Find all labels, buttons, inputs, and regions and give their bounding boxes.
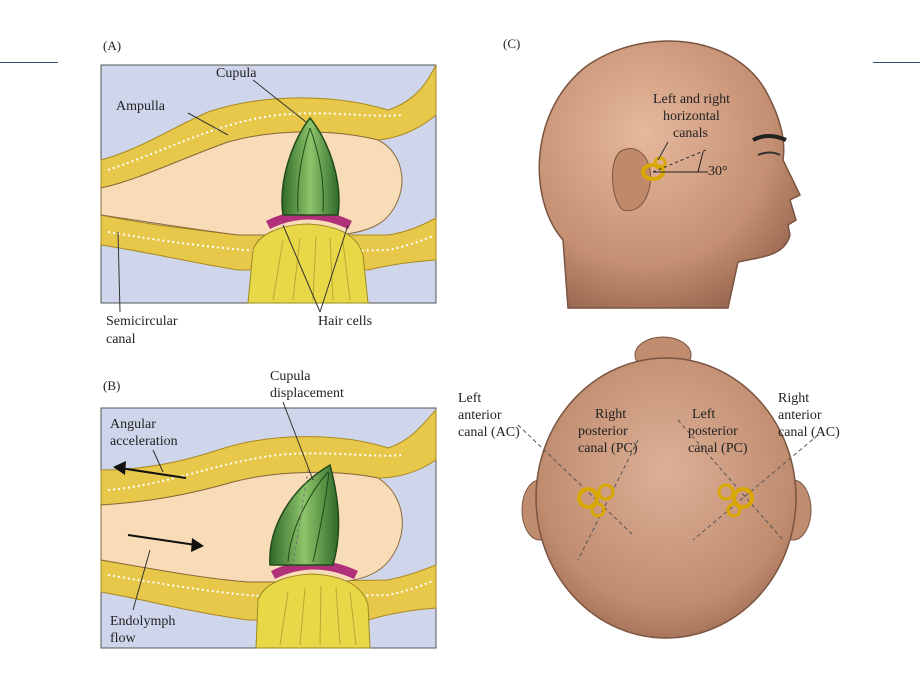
label-lac-3: canal (AC): [458, 425, 520, 440]
label-semicircular-1: Semicircular: [106, 314, 178, 329]
eye: [757, 151, 781, 156]
panel-b-nerve: [255, 573, 371, 649]
endolymph-flow-arrow: [127, 534, 197, 546]
vestibular-figure: (A) Cupula: [58, 0, 873, 690]
label-lac-2: anterior: [458, 408, 502, 423]
slide-decoration-right: [869, 0, 920, 63]
panel-c: (C) 30° Left and right horizon: [458, 36, 840, 639]
panel-b-rest-position: [292, 469, 309, 566]
panel-a-nerve: [247, 223, 369, 304]
label-lpc-2: posterior: [688, 424, 738, 439]
panel-a-letter: (A): [103, 38, 121, 53]
label-rpc-3: canal (PC): [578, 441, 638, 456]
panel-b-cupula: [269, 463, 340, 566]
skull-top: [535, 357, 797, 639]
label-semicircular-2: canal: [106, 332, 136, 347]
eyebrow: [752, 134, 787, 142]
label-horizontal-3: canals: [673, 126, 708, 141]
label-angular-1: Angular: [110, 417, 156, 432]
label-cupula-a: Cupula: [216, 66, 257, 81]
label-cupula-b-1: Cupula: [270, 369, 311, 384]
label-horizontal-1: Left and right: [653, 92, 730, 107]
label-rac-3: canal (AC): [778, 425, 840, 440]
left-canals-icon: [577, 483, 615, 518]
label-horizontal-2: horizontal: [663, 109, 720, 124]
head-side-view: 30° Left and right horizontal canals: [538, 40, 801, 309]
panel-c-letter: (C): [503, 36, 520, 51]
panel-a: (A) Cupula: [100, 38, 437, 347]
label-lac-1: Left: [458, 391, 481, 406]
figure-svg: (A) Cupula: [100, 36, 840, 649]
angular-acceleration-arrow: [119, 467, 187, 479]
label-hair-cells: Hair cells: [318, 314, 372, 329]
label-lpc-3: canal (PC): [688, 441, 748, 456]
label-lpc-1: Left: [692, 407, 715, 422]
right-canals-icon: [717, 483, 754, 518]
panel-b-letter: (B): [103, 378, 120, 393]
label-rac-2: anterior: [778, 408, 822, 423]
label-angle: 30°: [708, 164, 728, 179]
head-top-view: Left anterior canal (AC) Right posterior…: [458, 336, 840, 639]
panel-a-membrane-lower: [107, 231, 434, 254]
panel-a-cupula: [281, 116, 340, 216]
label-rpc-1: Right: [595, 407, 626, 422]
panel-b: (B) Cupula di: [100, 369, 437, 649]
label-endolymph-1: Endolymph: [110, 614, 175, 629]
label-ampulla: Ampulla: [116, 99, 166, 114]
label-angular-2: acceleration: [110, 434, 178, 449]
label-rpc-2: posterior: [578, 424, 628, 439]
head-profile: [538, 40, 801, 309]
label-cupula-b-2: displacement: [270, 386, 344, 401]
label-endolymph-2: flow: [110, 631, 137, 646]
label-rac-1: Right: [778, 391, 809, 406]
ear: [612, 148, 652, 212]
